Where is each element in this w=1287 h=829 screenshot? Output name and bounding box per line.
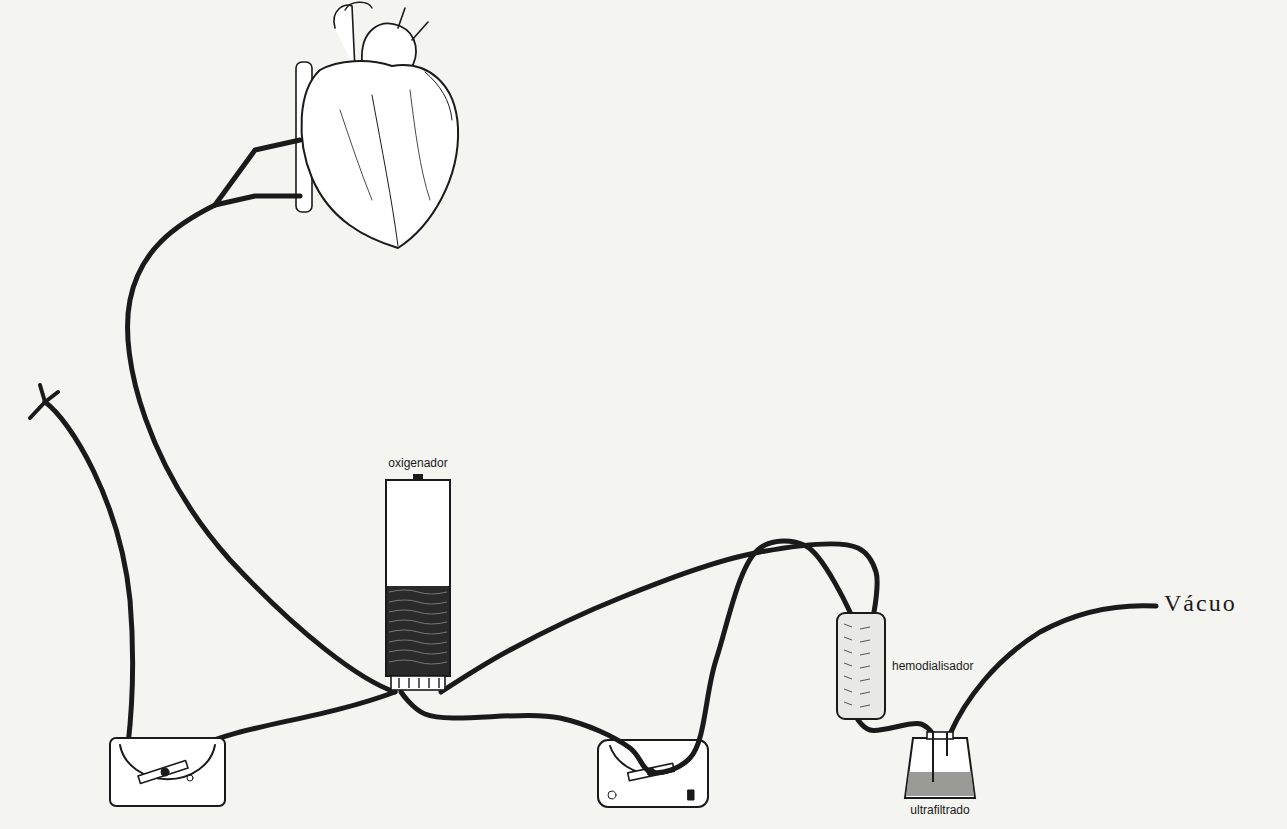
shape-outline xyxy=(385,476,451,692)
node-label: oxigenador xyxy=(388,456,447,470)
hemodialyzer: hemodialisador xyxy=(836,612,886,720)
oxygenator-cap xyxy=(413,474,423,481)
dialyzer-body xyxy=(837,613,885,719)
roller-pump xyxy=(110,738,225,806)
oxygenator-body xyxy=(386,480,450,676)
jar-liquid xyxy=(906,772,974,796)
port xyxy=(408,678,409,688)
jar-body xyxy=(905,738,975,798)
port xyxy=(438,678,439,688)
oxygenator: oxigenador xyxy=(385,476,451,692)
oxygenator-blood xyxy=(387,586,449,675)
port xyxy=(428,678,429,688)
tubing xyxy=(401,541,850,773)
jar-pipe xyxy=(946,732,948,756)
jar-pipe xyxy=(932,732,934,782)
tubing xyxy=(441,544,877,692)
texture xyxy=(844,624,870,707)
collection-jar: ultrafiltrado xyxy=(903,732,977,800)
venous-line xyxy=(128,140,395,692)
shape-outline xyxy=(903,732,977,800)
port xyxy=(418,678,419,688)
shape-outline xyxy=(836,612,886,720)
tubing xyxy=(858,720,933,734)
port xyxy=(398,678,399,688)
texture xyxy=(389,590,447,664)
oxygenator-manifold xyxy=(391,676,445,690)
arterial-line xyxy=(30,385,395,748)
line-label: Vácuo xyxy=(1164,590,1237,617)
node-label: hemodialisador xyxy=(892,659,973,673)
vacuum-line xyxy=(950,606,1156,734)
heart xyxy=(296,2,458,248)
node-label: ultrafiltrado xyxy=(910,803,969,817)
jar-stopper xyxy=(927,732,953,739)
